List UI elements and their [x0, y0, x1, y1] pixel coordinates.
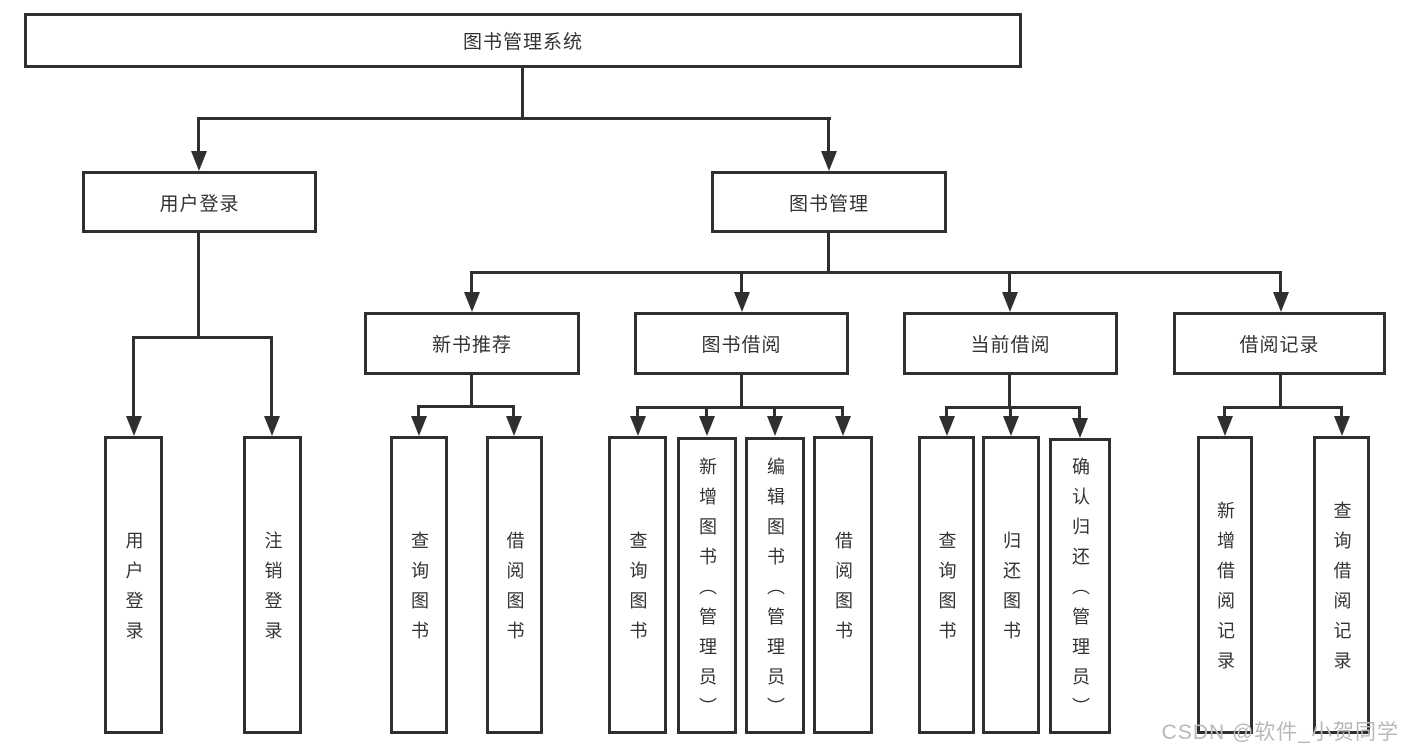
connector-drop-current-borrow	[1008, 271, 1011, 293]
leaf-current-query-books: 查询图书	[918, 436, 975, 734]
connector-drop-user-login	[197, 117, 200, 152]
arrowhead-bb-query	[630, 416, 646, 436]
arrowhead-br-query	[1334, 416, 1350, 436]
connector-drop-borrow-records	[1279, 271, 1282, 293]
connector-drop-bb-edit	[773, 406, 776, 417]
leaf-recommend-borrow-books: 借阅图书	[486, 436, 543, 734]
leaf-recommend-query-books: 查询图书	[390, 436, 448, 734]
arrowhead-br-add	[1217, 416, 1233, 436]
connector-drop-cb-confirm	[1078, 406, 1081, 419]
arrowhead-ul-login	[126, 416, 142, 436]
connector-drop-ul-logout	[270, 336, 273, 417]
connector-drop-cb-query	[945, 406, 948, 417]
arrowhead-cb-query	[939, 416, 955, 436]
connector-drop-cb-return	[1009, 406, 1012, 417]
arrowhead-book-borrow	[734, 292, 750, 312]
leaf-query-borrow-record: 查询借阅记录	[1313, 436, 1370, 734]
arrowhead-bb-borrow	[835, 416, 851, 436]
arrowhead-borrow-records	[1273, 292, 1289, 312]
leaf-borrowing-borrow-books: 借阅图书	[813, 436, 873, 734]
arrowhead-new-book-rec	[464, 292, 480, 312]
connector-bb-stem	[740, 375, 743, 409]
connector-user-login-bar	[132, 336, 273, 339]
connector-drop-br-query	[1340, 406, 1343, 417]
connector-nbr-bar	[417, 405, 515, 408]
node-borrowing-records: 借阅记录	[1173, 312, 1386, 375]
connector-drop-book-mgmt	[827, 117, 830, 152]
connector-drop-nbr-borrow	[512, 405, 515, 417]
node-current-borrowing: 当前借阅	[903, 312, 1118, 375]
connector-drop-bb-query	[636, 406, 639, 417]
connector-drop-bb-borrow	[841, 406, 844, 417]
connector-br-bar	[1223, 406, 1343, 409]
leaf-confirm-return-admin: 确认归还（管理员）	[1049, 438, 1111, 734]
connector-br-stem	[1279, 375, 1282, 409]
arrowhead-ul-logout	[264, 416, 280, 436]
arrowhead-bb-add	[699, 416, 715, 436]
leaf-borrowing-query-books: 查询图书	[608, 436, 667, 734]
arrowhead-nbr-query	[411, 416, 427, 436]
connector-drop-br-add	[1223, 406, 1226, 417]
arrowhead-cb-confirm	[1072, 418, 1088, 438]
connector-drop-ul-login	[132, 336, 135, 417]
connector-root-stem	[521, 68, 524, 119]
node-book-management: 图书管理	[711, 171, 947, 233]
connector-level2-bar	[470, 271, 1282, 274]
node-library-management-system: 图书管理系统	[24, 13, 1022, 68]
leaf-add-borrow-record: 新增借阅记录	[1197, 436, 1253, 734]
node-book-borrowing: 图书借阅	[634, 312, 849, 375]
arrowhead-book-mgmt	[821, 151, 837, 171]
connector-drop-bb-add	[705, 406, 708, 417]
leaf-logout: 注销登录	[243, 436, 302, 734]
connector-book-mgmt-stem	[827, 233, 830, 274]
arrowhead-bb-edit	[767, 416, 783, 436]
connector-drop-new-book-rec	[470, 271, 473, 293]
node-user-login: 用户登录	[82, 171, 317, 233]
node-new-book-recommend: 新书推荐	[364, 312, 580, 375]
leaf-add-books-admin: 新增图书（管理员）	[677, 437, 737, 734]
leaf-edit-books-admin: 编辑图书（管理员）	[745, 437, 805, 734]
arrowhead-user-login	[191, 151, 207, 171]
leaf-user-login: 用户登录	[104, 436, 163, 734]
leaf-return-books: 归还图书	[982, 436, 1040, 734]
connector-cb-bar	[945, 406, 1081, 409]
csdn-watermark: CSDN @软件_小贺同学	[1161, 721, 1399, 744]
connector-bb-bar	[636, 406, 844, 409]
arrowhead-nbr-borrow	[506, 416, 522, 436]
connector-user-login-stem	[197, 233, 200, 339]
arrowhead-current-borrow	[1002, 292, 1018, 312]
arrowhead-cb-return	[1003, 416, 1019, 436]
connector-cb-stem	[1008, 375, 1011, 409]
connector-nbr-stem	[470, 375, 473, 408]
connector-drop-nbr-query	[417, 405, 420, 417]
connector-drop-book-borrow	[740, 271, 743, 293]
connector-level1-bar	[197, 117, 831, 120]
